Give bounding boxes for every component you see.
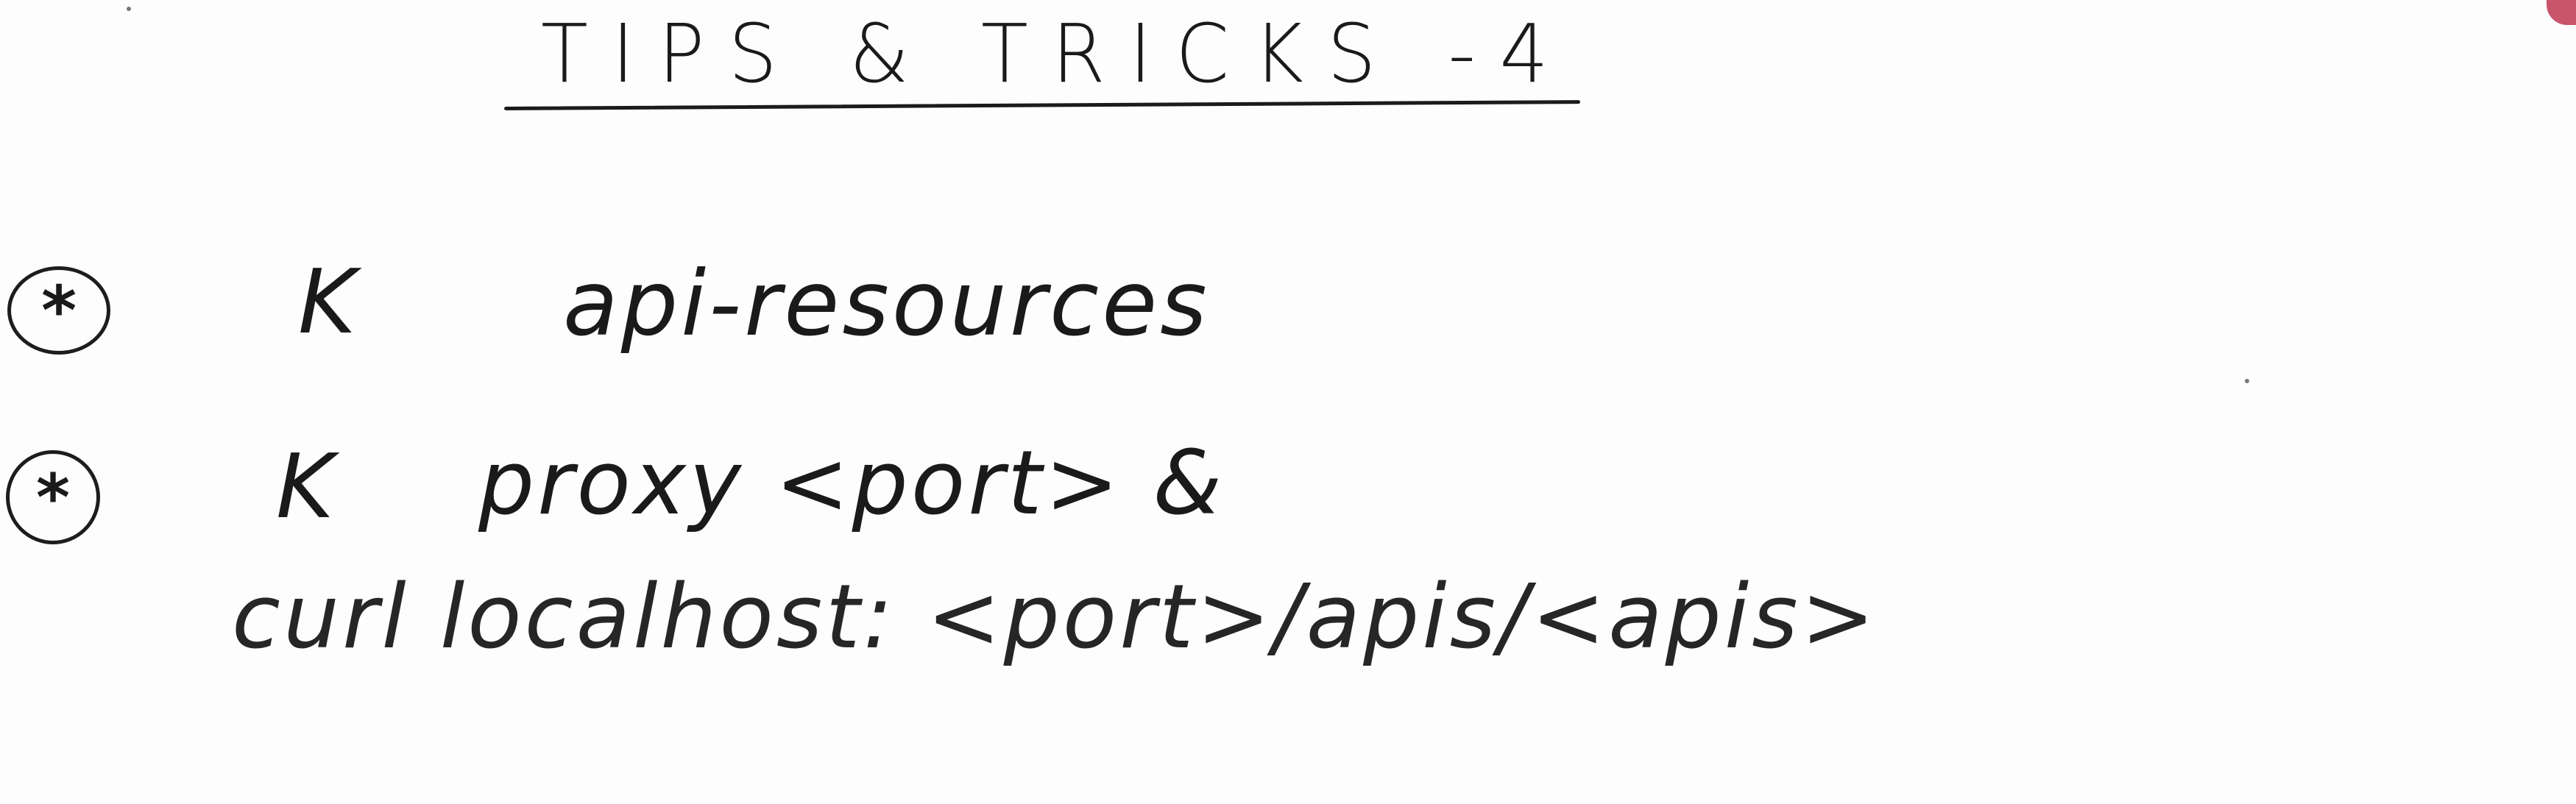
title-underline — [503, 100, 1580, 110]
item-2-line-2: curl localhost: <port>/apis/<apis> — [232, 566, 1878, 669]
paper-speck — [127, 7, 131, 11]
paper-speck — [2245, 379, 2249, 383]
item-2-line-1: proxy <port> & — [478, 433, 1225, 535]
note-title: TIPS & TRICKS -4 — [541, 7, 1573, 101]
item-2-command-prefix: K — [276, 436, 334, 538]
item-1-command-prefix: K — [298, 252, 356, 354]
corner-stain-mark — [2547, 0, 2576, 25]
bullet-1-circled-asterisk-icon: * — [7, 266, 110, 355]
item-1-line-1: api-resources — [563, 252, 1210, 356]
bullet-2-circled-asterisk-icon: * — [6, 450, 100, 544]
